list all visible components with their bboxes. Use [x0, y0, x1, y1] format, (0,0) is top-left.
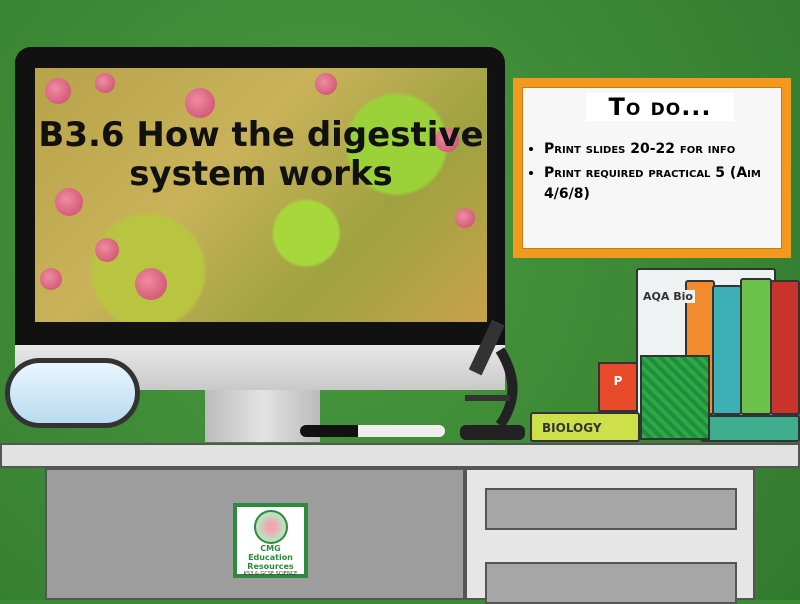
logo-tagline: KS3 & GCSE SCIENCE — [243, 571, 298, 578]
cell-decoration — [40, 268, 62, 290]
todo-whiteboard: To do... Print slides 20-22 for info Pri… — [513, 78, 791, 258]
book-teal — [712, 285, 742, 415]
book-red — [770, 280, 800, 415]
book-flat — [700, 415, 800, 442]
book-spine-label: BIOLOGY — [542, 421, 602, 435]
book-green — [740, 278, 772, 415]
marker-icon — [300, 425, 445, 437]
drawer-bottom[interactable] — [485, 562, 737, 604]
cell-decoration — [435, 128, 459, 152]
cell-decoration — [45, 78, 71, 104]
goggles-icon — [5, 358, 140, 428]
microscope-icon — [460, 319, 525, 440]
monitor-screen: B3.6 How the digestive system works — [35, 68, 487, 322]
todo-item: Print required practical 5 (Aim 4/6/8) — [544, 163, 776, 204]
logo-name: CMG Education Resources — [247, 544, 294, 571]
todo-heading: To do... — [586, 93, 734, 121]
todo-item: Print slides 20-22 for info — [544, 139, 776, 159]
pencil-pot-icon — [640, 355, 710, 440]
cell-decoration — [185, 88, 215, 118]
cmg-logo: CMG Education Resources KS3 & GCSE SCIEN… — [233, 503, 308, 578]
cell-decoration — [455, 208, 475, 228]
todo-list: Print slides 20-22 for info Print requir… — [544, 139, 776, 208]
desk-top — [0, 443, 800, 468]
cell-decoration — [135, 268, 167, 300]
desk-drawers — [465, 468, 755, 604]
slide-title: B3.6 How the digestive system works — [38, 115, 484, 195]
drawer-top[interactable] — [485, 488, 737, 530]
cell-decoration — [55, 188, 83, 216]
book-cover-label: AQA Bio — [641, 290, 695, 303]
biology-book: BIOLOGY — [530, 412, 640, 442]
cell-decoration — [95, 238, 119, 262]
cell-decoration — [95, 73, 115, 93]
powerpoint-icon: P — [598, 362, 638, 412]
logo-emblem — [253, 510, 288, 544]
cell-decoration — [315, 73, 337, 95]
